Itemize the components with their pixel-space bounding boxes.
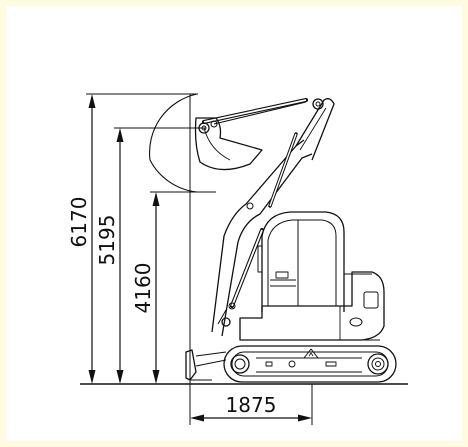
dimension-label-5195: 5195 [95,215,119,266]
bucket [194,101,307,171]
upper-structure [239,271,385,341]
dimension-4160: 4160 [131,192,160,384]
track-assembly [223,345,397,383]
dimension-6170: 6170 [67,94,96,384]
reach-arc [149,93,198,193]
boom-cylinder [228,228,264,310]
boom [211,139,313,337]
dimension-1875: 1875 [190,393,312,422]
arm [295,98,335,161]
dimension-label-1875: 1875 [226,393,277,417]
arm-cylinder [202,98,308,208]
cab [257,211,345,312]
excavator [185,98,397,383]
dimension-5195: 5195 [95,128,124,384]
dimension-label-6170: 6170 [67,197,91,248]
dozer-blade [185,349,227,381]
dimension-label-4160: 4160 [131,263,155,314]
